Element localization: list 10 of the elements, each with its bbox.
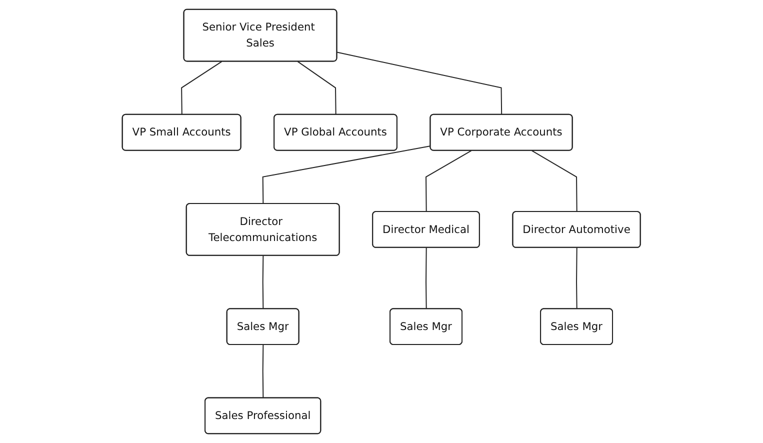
connector — [576, 247, 578, 310]
connector — [181, 61, 222, 116]
connector — [426, 247, 427, 310]
connector — [262, 344, 264, 399]
connector — [297, 61, 336, 116]
connector — [532, 150, 578, 212]
connector — [262, 255, 264, 310]
connector — [262, 145, 432, 204]
connector — [426, 150, 472, 212]
connector — [336, 52, 502, 116]
